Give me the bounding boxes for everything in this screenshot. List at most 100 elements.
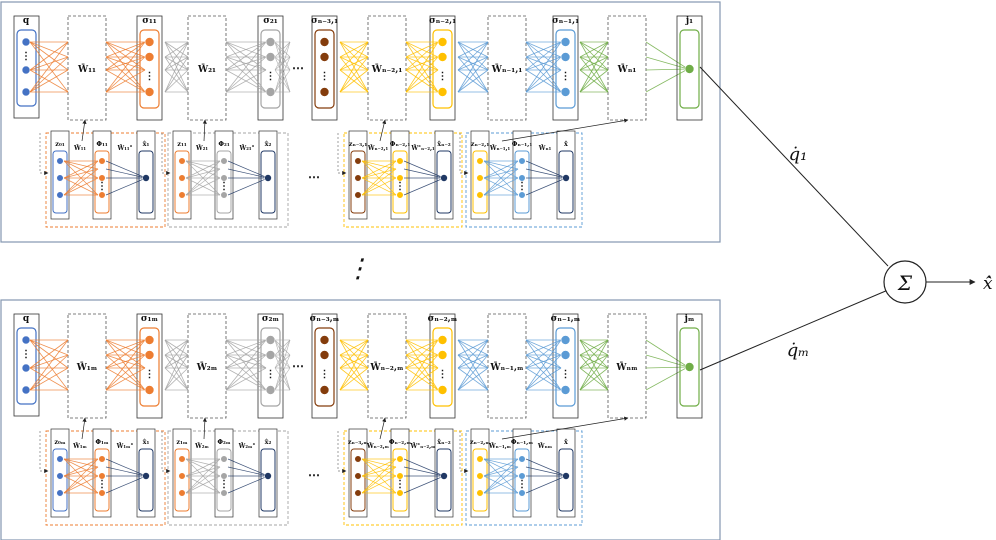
- connection-line: [525, 339, 562, 391]
- panel-1-sigma-node: [144, 87, 155, 97]
- output-line-m: [699, 289, 889, 371]
- panel-1-w-label: W̄₂₁: [197, 63, 216, 75]
- connection-line: [483, 160, 519, 196]
- connection-line: [63, 168, 99, 196]
- connection-line: [105, 354, 146, 391]
- panel-2-sigma-label: σ₂ₘ: [262, 314, 280, 324]
- panel-2-conn-s2-ellipsis: [274, 339, 291, 391]
- panel-2-conn-wn-j: [645, 339, 689, 391]
- panel-1-sub-wa-label: W̄₁₁: [73, 145, 86, 152]
- panel-1-sub-z-inner: [350, 150, 366, 214]
- connection-line: [403, 458, 445, 477]
- connection-line: [339, 41, 369, 93]
- panel-1-conn-sn1-wn: [579, 41, 609, 93]
- panel-1-sub-wb-label: W̄₁₁°: [117, 145, 133, 152]
- panel-1-sub-phi-label: Φₙ₋₁,₁: [512, 140, 533, 148]
- connection-line: [645, 354, 689, 368]
- connection-line: [339, 69, 369, 93]
- panel-2-sigma-label: σ₁ₘ: [141, 314, 159, 324]
- connection-line: [227, 177, 269, 196]
- panel-1-w-box: [607, 15, 647, 121]
- panel-2-sub-box: [45, 430, 166, 526]
- panel-1-sigma-label: σ₁₁: [142, 16, 157, 26]
- panel-2-sub-z-node: [56, 472, 64, 480]
- panel-2-sub-phi-label: Φₙ₋₂,ₘ: [389, 438, 412, 446]
- panel-2-q-label: q: [23, 314, 30, 324]
- connection-line: [105, 168, 147, 179]
- connection-line: [63, 458, 99, 468]
- panel-2-sub-z-node: [476, 489, 484, 497]
- panel-2-w-label: W̄ₙ₋₁,ₘ: [489, 361, 524, 373]
- connection-line: [645, 56, 689, 70]
- panel-2-sigma-dots: ⋮: [320, 369, 330, 380]
- connection-line: [185, 168, 221, 179]
- connection-line: [185, 160, 221, 170]
- connection-line: [339, 41, 369, 71]
- panel-2-sigma-node: [437, 385, 448, 395]
- panel-1-sigma-dots: ⋮: [266, 71, 276, 82]
- panel-2-top-ellipsis: ⋯: [292, 359, 304, 373]
- panel-2-conn-sn3-wn2: [339, 339, 369, 391]
- connection-line: [645, 366, 689, 391]
- panel-2-sigma-outer: [429, 313, 456, 419]
- connection-line: [274, 69, 291, 93]
- panel-2-sub-conn-b: [105, 458, 147, 494]
- panel-1-conn-w1-s1: [105, 41, 146, 93]
- panel-2-sigma-node: [437, 350, 448, 360]
- connection-line: [29, 339, 69, 391]
- connection-line: [457, 41, 489, 93]
- panel-1-q-node: [21, 37, 31, 47]
- connection-line: [483, 160, 519, 170]
- connection-line: [405, 339, 439, 391]
- panel-2-conn-w1-s1: [105, 339, 146, 391]
- connection-line: [579, 41, 609, 93]
- connection-line: [579, 354, 609, 369]
- panel-2-sub-feed: [337, 431, 347, 474]
- connection-line: [457, 41, 489, 71]
- panel-1-sub-phi-node: [98, 157, 106, 165]
- panel-1-sub-wa-label: W̄ₙ₋₁,₁: [489, 145, 511, 152]
- panel-2-w-label: W̄₁ₘ: [76, 361, 98, 373]
- panel-1-w-label: W̄ₙ₋₁,₁: [491, 63, 523, 75]
- connection-line: [457, 339, 489, 356]
- panel-1-sub-z-node: [178, 157, 186, 165]
- connection-line: [645, 41, 689, 70]
- connection-line: [225, 367, 267, 391]
- panel-1-sub-arrow: [202, 119, 207, 142]
- panel-2-sigma-dots: ⋮: [266, 369, 276, 380]
- panel-2-sigma-node: [560, 385, 571, 395]
- panel-1-sub-xhat-inner: [138, 150, 154, 214]
- panel-1-sub-phi-inner: [94, 150, 110, 214]
- panel-1-conn-s1-w2: [164, 41, 189, 93]
- panel-1-w-label: W̄ₙ₁: [617, 63, 637, 75]
- panel-2-sub-conn-b: [525, 458, 567, 494]
- panel-1-sub-wb-label: W̄₂₁°: [239, 145, 255, 152]
- panel-2-sub-xhat-node: [562, 472, 570, 480]
- connection-line: [29, 367, 69, 391]
- connection-line: [525, 56, 562, 71]
- panel-1-sigma-node: [265, 87, 276, 97]
- panel-1-w-box: [67, 15, 107, 121]
- panel-1-sigma-inner: [555, 29, 576, 109]
- panel-2-conn-sn2-wn1: [457, 339, 489, 391]
- panel-1-w-box: [487, 15, 527, 121]
- connection-line: [645, 339, 689, 368]
- connection-line: [63, 466, 99, 494]
- panel-2-w-box: [487, 313, 527, 419]
- panel-2-sub-z-node: [56, 455, 64, 463]
- connection-line: [105, 458, 147, 477]
- panel-2-w-box: [187, 313, 227, 419]
- connection-line: [525, 56, 562, 93]
- panel-1-frame: [0, 1, 721, 243]
- panel-2-sub-phi-label: Φ₁ₘ: [95, 438, 109, 446]
- panel-1-sub-wa-label: W̄ₙ₋₂,₁: [367, 145, 389, 152]
- panel-1-sigma-node: [265, 52, 276, 62]
- connection-line: [164, 56, 189, 93]
- panel-2-sub-phi-label: Φₙ₋₁,ₘ: [511, 438, 534, 446]
- connection-line: [164, 56, 189, 71]
- panel-2-sigma-label: σₙ₋₂,ₘ: [428, 314, 458, 324]
- panel-1-sub-z-node: [56, 174, 64, 182]
- connection-line: [185, 458, 221, 494]
- panel-1-sub-conn-a: [63, 160, 99, 196]
- xdot-label: ẋ̂: [983, 274, 993, 294]
